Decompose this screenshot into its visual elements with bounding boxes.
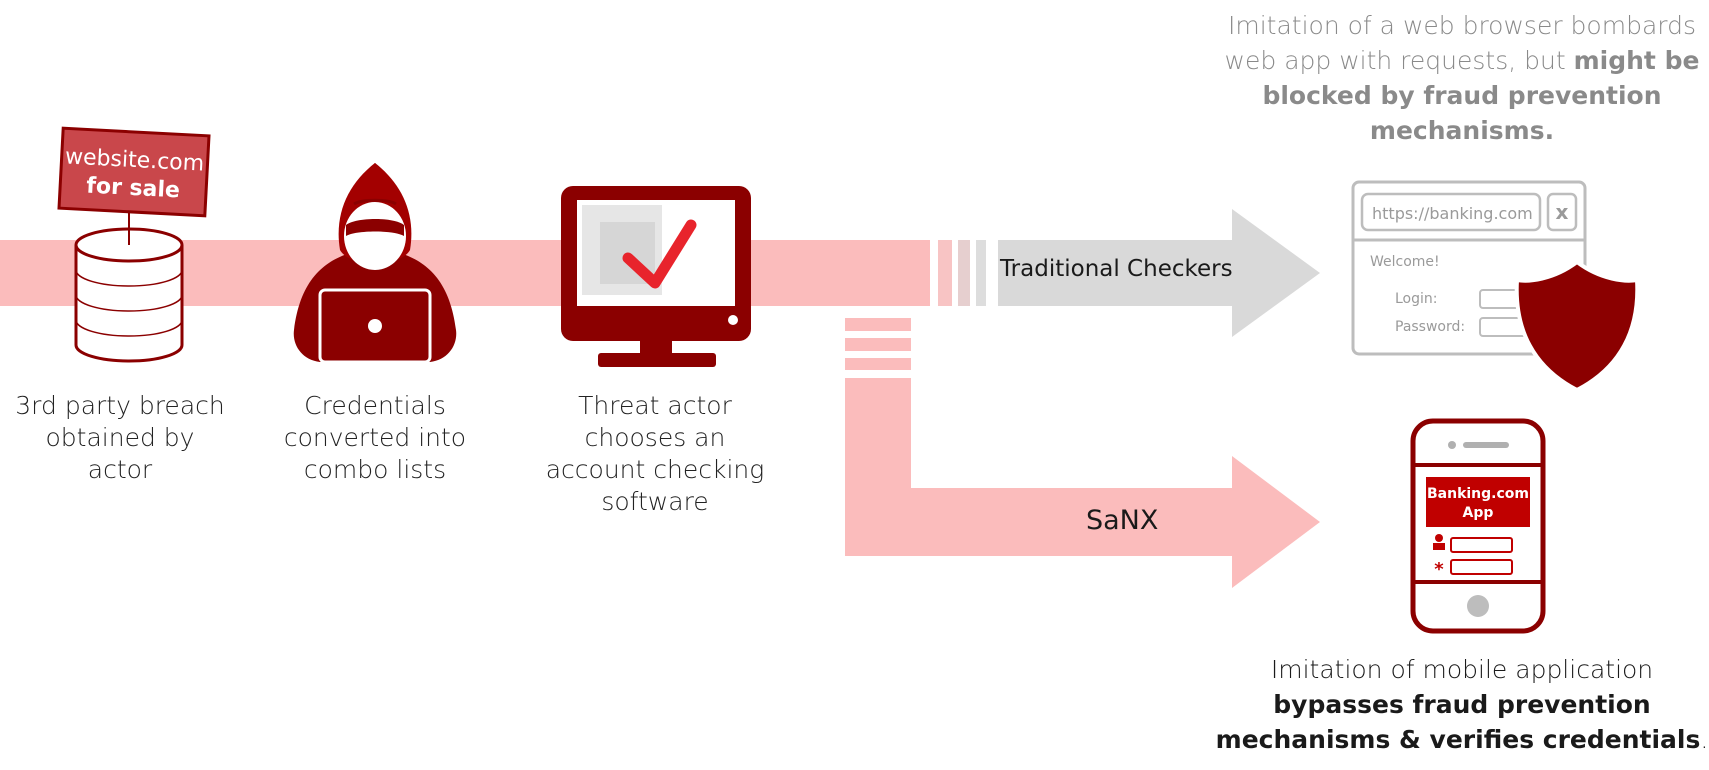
breach-caption: 3rd party breach obtained by actor	[0, 390, 240, 486]
phone-icon: Banking.com App *	[1410, 418, 1546, 634]
caption-line: bypasses fraud prevention	[1273, 690, 1651, 719]
checker-caption-line: Threat actor	[578, 391, 732, 420]
caption-bold-text: might be	[1573, 46, 1700, 75]
branch-dash	[845, 338, 911, 351]
breach-caption-line: actor	[87, 455, 153, 484]
caption-line: Imitation of mobile application	[1270, 655, 1654, 684]
combo-caption-line: converted into	[283, 423, 467, 452]
caption-text: .	[1700, 725, 1709, 754]
band-dash	[938, 240, 952, 306]
checker-caption-line: software	[601, 487, 709, 516]
caption-line: web app with requests, but might be	[1215, 43, 1709, 78]
monitor-icon	[561, 186, 751, 367]
breach-caption-line: obtained by	[45, 423, 195, 452]
browser-url: https://banking.com	[1372, 204, 1533, 223]
combo-caption: Credentials converted into combo lists	[250, 390, 500, 486]
branch-dash	[845, 318, 911, 331]
traditional-checkers-label: Traditional Checkers	[1000, 256, 1233, 282]
sanx-label: SaNX	[1086, 505, 1159, 536]
sanx-arrow	[845, 378, 1320, 588]
app-title-line2: App	[1463, 505, 1494, 521]
sign-line2: for sale	[86, 174, 181, 204]
caption-line: Imitation of a web browser bombards	[1228, 11, 1696, 40]
mobile-imitation-caption: Imitation of mobile application bypasses…	[1215, 652, 1709, 757]
combo-caption-line: combo lists	[303, 455, 447, 484]
browser-imitation-caption: Imitation of a web browser bombards web …	[1215, 8, 1709, 148]
traditional-arrow	[998, 209, 1320, 337]
checkmark-icon	[622, 219, 697, 289]
app-title-line1: Banking.com	[1427, 486, 1529, 502]
caption-line: mechanisms.	[1369, 116, 1555, 145]
checker-caption-line: account checking	[545, 455, 765, 484]
database-icon	[74, 205, 184, 363]
checker-caption-line: chooses an	[584, 423, 726, 452]
laptop-icon	[318, 288, 432, 364]
browser-login-label: Login:	[1395, 291, 1438, 307]
checker-caption: Threat actor chooses an account checking…	[520, 390, 790, 518]
caption-bold-text: mechanisms & verifies credentials	[1215, 725, 1701, 754]
breach-caption-line: 3rd party breach	[15, 391, 225, 420]
caption-line: blocked by fraud prevention	[1262, 81, 1662, 110]
band-dash	[976, 240, 986, 306]
combo-caption-line: Credentials	[304, 391, 446, 420]
caption-text: web app with requests, but	[1224, 46, 1574, 75]
branch-dash	[845, 358, 911, 370]
shield-icon	[1514, 259, 1640, 393]
browser-close-icon: x	[1556, 200, 1569, 224]
password-glyph: *	[1434, 559, 1444, 580]
browser-password-label: Password:	[1395, 319, 1465, 335]
browser-welcome: Welcome!	[1370, 254, 1440, 270]
caption-line: mechanisms & verifies credentials.	[1215, 722, 1709, 757]
band-dash	[958, 240, 970, 306]
sale-sign-icon: website.com for sale	[57, 126, 211, 218]
